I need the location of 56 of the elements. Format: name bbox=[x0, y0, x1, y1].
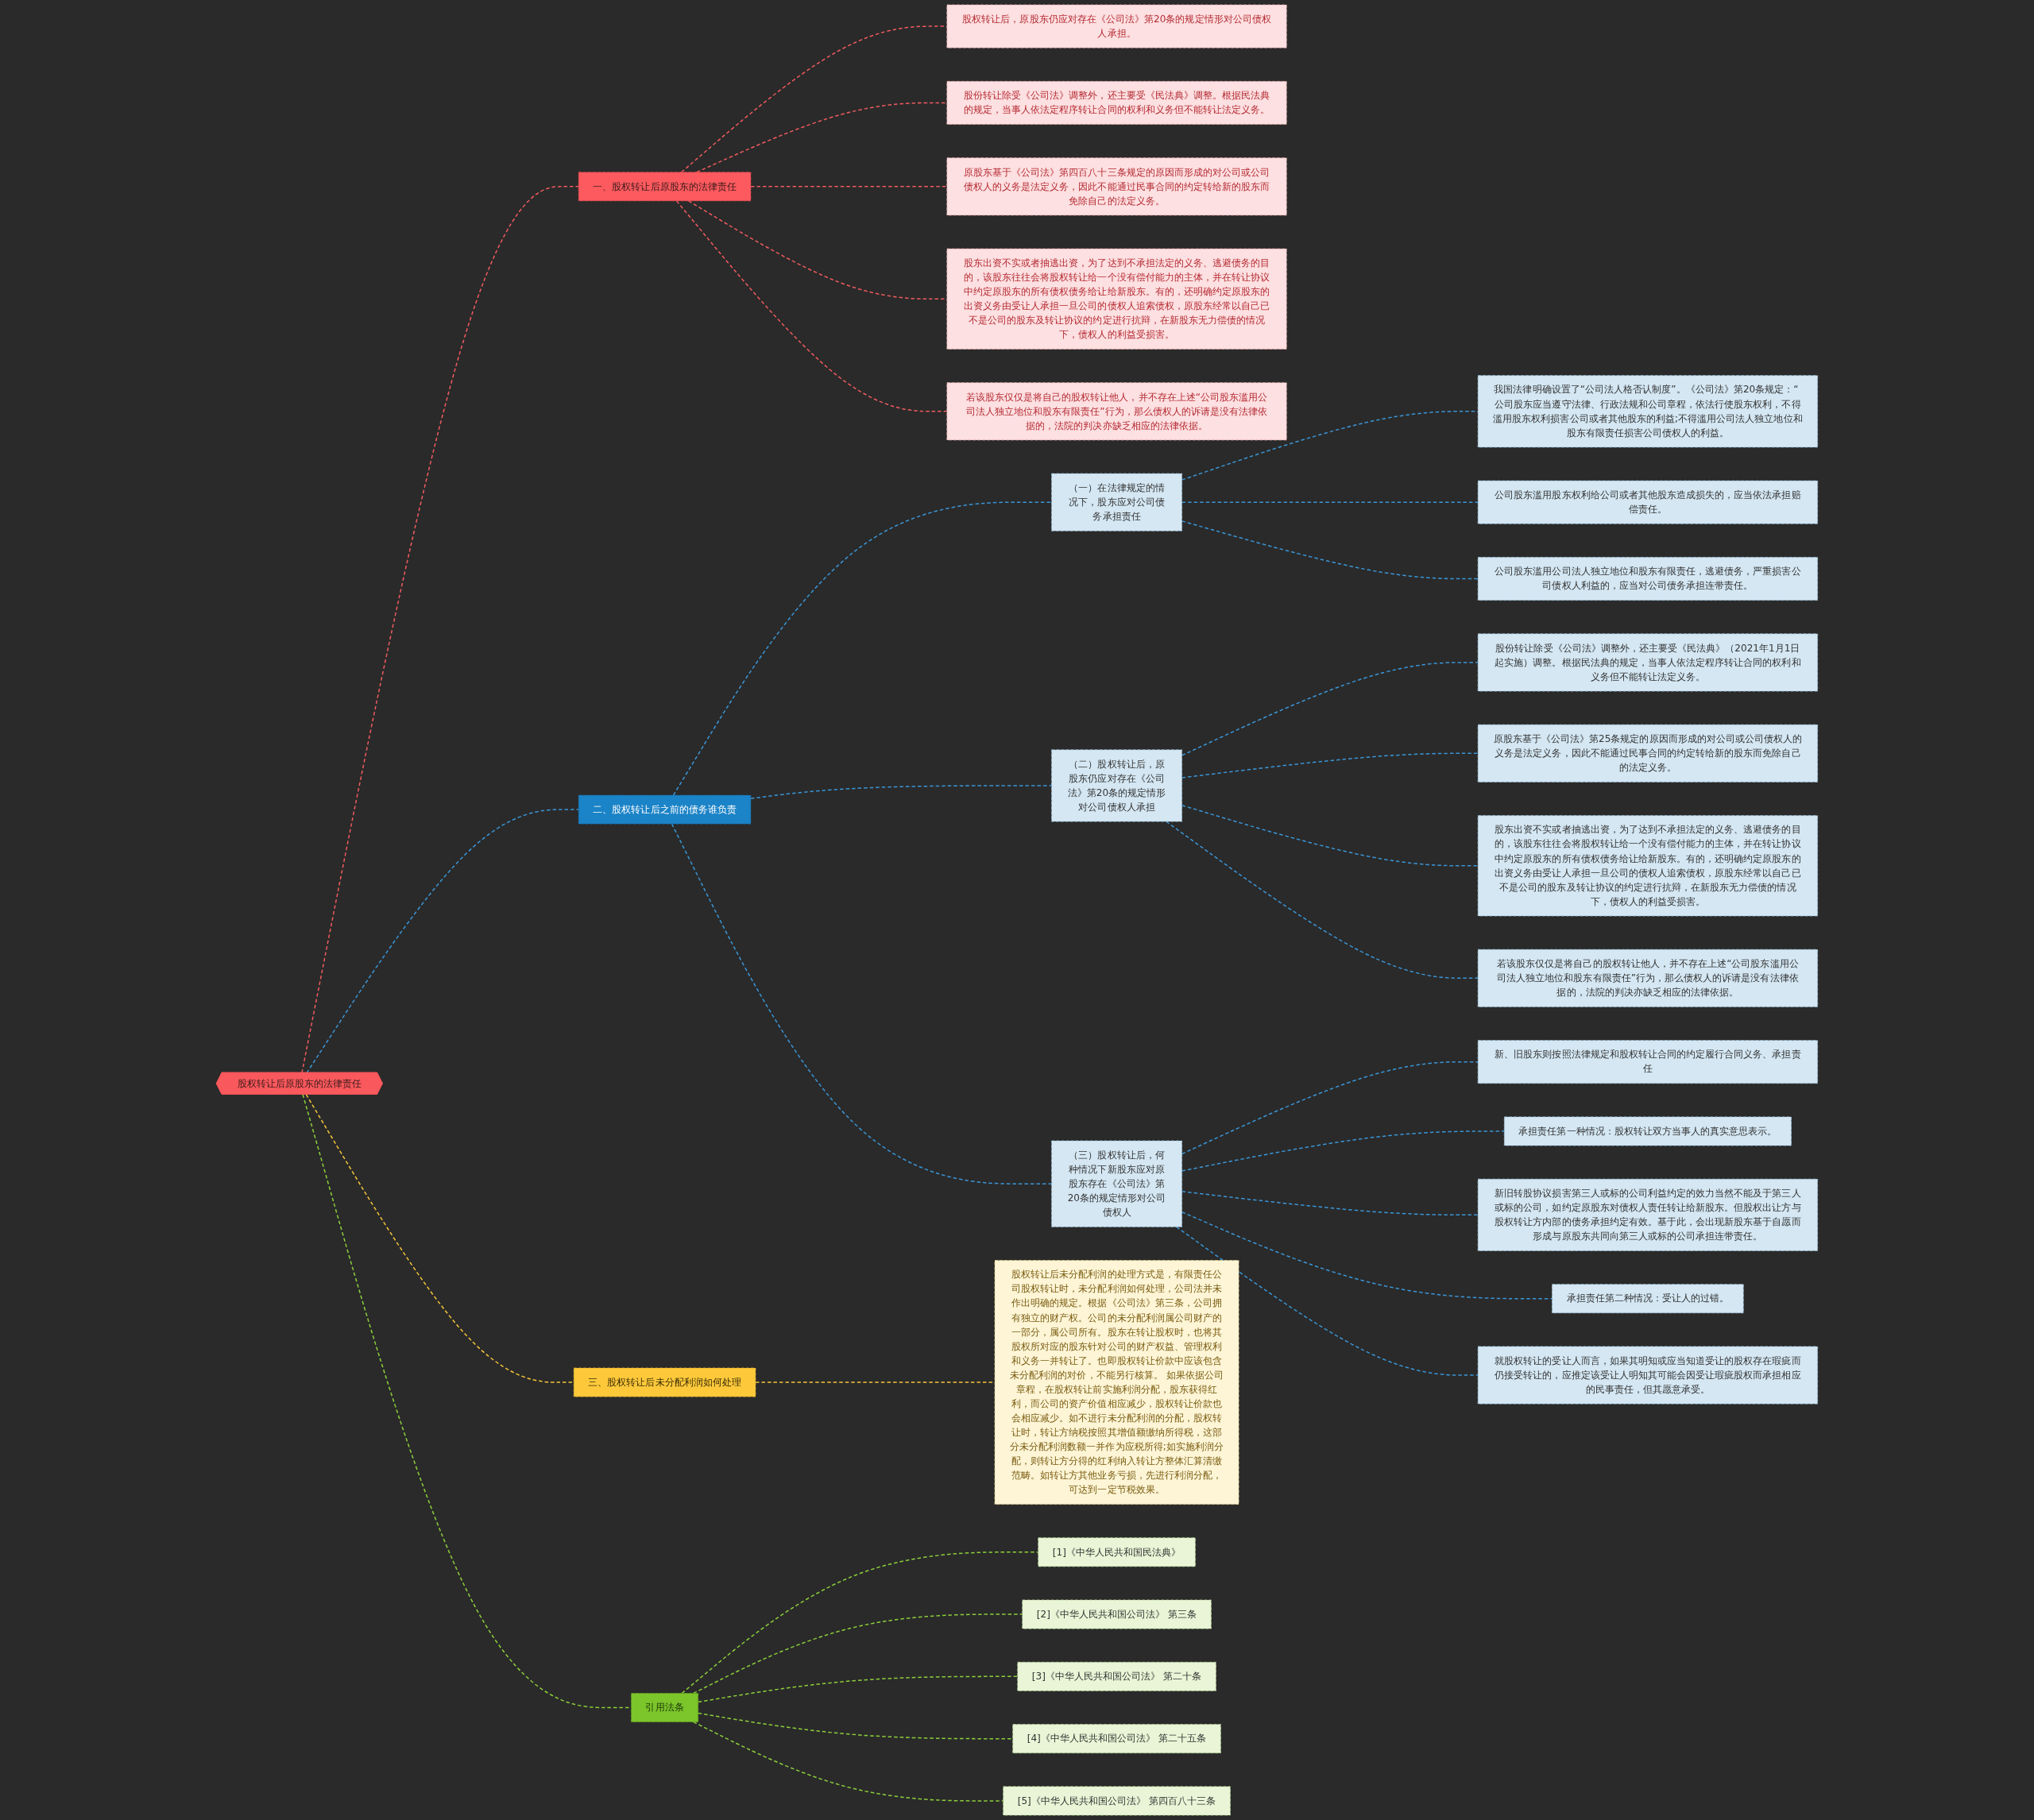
node-box: 股份转让除受《公司法》调整外，还主要受《民法典》调整。根据民法典的规定，当事人依法定程序转让合同的权利和义务但不能转让法定义务。 bbox=[946, 81, 1287, 125]
connector bbox=[305, 1093, 574, 1383]
connector bbox=[750, 186, 948, 187]
node-box: 原股东基于《公司法》第四百八十三条规定的原因而形成的对公司或公司债权人的义务是法定义务，因此不能通过民事合同的约定转给新的股东而免除自己的法定义务。 bbox=[946, 157, 1287, 216]
connector bbox=[1181, 662, 1479, 756]
connector bbox=[1181, 1191, 1479, 1216]
connector bbox=[692, 1613, 1023, 1694]
node-box: 新、旧股东则按照法律规定和股权转让合同的约定履行合同义务、承担责任 bbox=[1477, 1040, 1818, 1084]
connector bbox=[301, 186, 579, 1074]
connector bbox=[696, 102, 948, 173]
connector bbox=[671, 823, 1053, 1184]
node-box: （三）股权转让后，何种情况下新股东应对原股东存在《公司法》第20条的规定情形对公司债权人 bbox=[1051, 1140, 1182, 1227]
connector bbox=[1176, 1226, 1479, 1376]
connector bbox=[672, 501, 1053, 796]
node-box: 二、股权转让后之前的债务谁负责 bbox=[578, 794, 752, 825]
connector bbox=[1181, 1211, 1553, 1300]
connector bbox=[697, 1712, 1014, 1740]
node-box: 股权转让后，原股东仍应对存在《公司法》第20条的规定情形对公司债权人承担。 bbox=[946, 4, 1287, 48]
connector bbox=[692, 1721, 1004, 1802]
node-box: 股权转让后未分配利润的处理方式是，有限责任公司股权转让时，未分配利润如何处理，公司法并未作出明确的规定。根据《公司法》第三条，公司拥有独立的财产权。公司的未分配利润属公司财产的一部分，属公司所有。股东在转让股权时，也将其股权所对应的股东针对公司的财产权益、管理权利和义务一并转让了。也即股权转让价款中应该包含未分配利润的对价，不能另行核算。 如果依据公司章程，在股权转让前实施利润分配，股东获得红利，而公司的资产价值相应减少，股权转让价款也会相应减少。如不进行未分配利润的分配，股权转让时，转让方纳税按照其增值额缴纳所得税，这部分未分配利润数额一并作为应税所得;如实施利润分配，则转让方分得的红利纳入转让方整体汇算清缴范畴。如转让方其他业务亏损，先进行利润分配，可达到一定节税效果。 bbox=[994, 1260, 1239, 1505]
node-box: [1]《中华人民共和国民法典》 bbox=[1038, 1537, 1196, 1567]
connector bbox=[675, 200, 948, 412]
node-box: （一）在法律规定的情况下，股东应对公司债务承担责任 bbox=[1051, 473, 1182, 531]
connector bbox=[681, 1551, 1039, 1694]
node-box: 一、股权转让后原股东的法律责任 bbox=[578, 172, 752, 202]
node-box: （二）股权转让后，原股东仍应对存在《公司法》第20条的规定情形对公司债权人承担 bbox=[1051, 749, 1182, 822]
connector bbox=[1181, 804, 1479, 867]
connector bbox=[1181, 520, 1479, 580]
connector bbox=[680, 25, 948, 173]
node-box: 承担责任第二种情况：受让人的过错。 bbox=[1552, 1284, 1744, 1314]
node-box: 公司股东滥用股东权利给公司或者其他股东造成损失的，应当依法承担赔偿责任。 bbox=[1477, 480, 1818, 524]
node-box: 三、股权转让后未分配利润如何处理 bbox=[573, 1367, 756, 1397]
connector bbox=[1181, 1130, 1506, 1172]
node-box: 公司股东滥用公司法人独立地位和股东有限责任，逃避债务，严重损害公司债权人利益的，应当对公司债务承担连带责任。 bbox=[1477, 557, 1818, 601]
connector bbox=[697, 1675, 1019, 1703]
connector bbox=[306, 809, 579, 1074]
node-box: 引用法条 bbox=[631, 1693, 699, 1722]
connector bbox=[750, 785, 1053, 799]
node-box: 股份转让除受《公司法》调整外，还主要受《民法典》（2021年1月1日起实施）调整。根据民法典的规定，当事人依法定程序转让合同的权利和义务但不能转让法定义务。 bbox=[1477, 633, 1818, 692]
node-box: [4]《中华人民共和国公司法》 第二十五条 bbox=[1012, 1724, 1221, 1754]
node-box: [5]《中华人民共和国公司法》 第四百八十三条 bbox=[1003, 1786, 1231, 1816]
node-box: 若该股东仅仅是将自己的股权转让他人，并不存在上述“公司股东滥用公司法人独立地位和股东有限责任”行为，那么债权人的诉请是没有法律依据的，法院的判决亦缺乏相应的法律依据。 bbox=[1477, 949, 1818, 1007]
connector bbox=[1181, 501, 1479, 503]
node-box: 股东出资不实或者抽逃出资，为了达到不承担法定的义务、逃避债务的目的，该股东往往会将股权转让给一个没有偿付能力的主体，并在转让协议中约定原股东的所有债权债务给让给新股东。有的，还明确约定原股东的出资义务由受让人承担一旦公司的债权人追索债权，原股东经常以自己已不是公司的股东及转让协议的约定进行抗辩，在新股东无力偿债的情况下，债权人的利益受损害。 bbox=[946, 248, 1287, 350]
node-box: 我国法律明确设置了“公司法人格否认制度”。《公司法》第20条规定：“ 公司股东应当遵守法律、行政法规和公司章程，依法行使股东权利，不得滥用股东权利损害公司或者其他股东的利益;不得滥用公司法人独立地位和股东有限责任损害公司债权人的利益。 bbox=[1477, 375, 1818, 448]
connector bbox=[1166, 821, 1479, 980]
node-box: 若该股东仅仅是将自己的股权转让他人，并不存在上述“公司股东滥用公司法人独立地位和股东有限责任”行为，那么债权人的诉请是没有法律依据的，法院的判决亦缺乏相应的法律依据。 bbox=[946, 382, 1287, 441]
connector bbox=[1181, 1061, 1479, 1155]
connector bbox=[1181, 752, 1479, 779]
node-box: 股东出资不实或者抽逃出资，为了达到不承担法定的义务、逃避债务的目的，该股东往往会将股权转让给一个没有偿付能力的主体，并在转让协议中约定原股东的所有债权债务给让给新股东。有的，还明确约定原股东的出资义务由受让人承担一旦公司的债权人追索债权，原股东经常以自己已不是公司的股东及转让协议的约定进行抗辩，在新股东无力偿债的情况下，债权人的利益受损害。 bbox=[1477, 815, 1818, 917]
node-box: [3]《中华人民共和国公司法》 第二十条 bbox=[1017, 1661, 1216, 1691]
node-box: 原股东基于《公司法》第25条规定的原因而形成的对公司或公司债权人的义务是法定义务，因此不能通过民事合同的约定转给新的股东而免除自己的法定义务。 bbox=[1477, 724, 1818, 782]
node-box: 新旧转股协议损害第三人或标的公司利益约定的效力当然不能及于第三人或标的公司，如约定原股东对债权人责任转让给新股东。但股权出让方与股权转让方内部的债务承担约定有效。基于此，会出现新股东基于自愿而形成与原股东共同向第三人或标的公司承担连带责任。 bbox=[1477, 1178, 1818, 1251]
node-box: 承担责任第一种情况：股权转让双方当事人的真实意思表示。 bbox=[1503, 1116, 1792, 1146]
node-box: 就股权转让的受让人而言，如果其明知或应当知道受让的股权存在瑕疵而仍接受转让的，应推定该受让人明知其可能会因受让瑕疵股权而承担相应的民事责任，但其愿意承受。 bbox=[1477, 1346, 1818, 1405]
node-box: [2]《中华人民共和国公司法》 第三条 bbox=[1022, 1599, 1212, 1629]
